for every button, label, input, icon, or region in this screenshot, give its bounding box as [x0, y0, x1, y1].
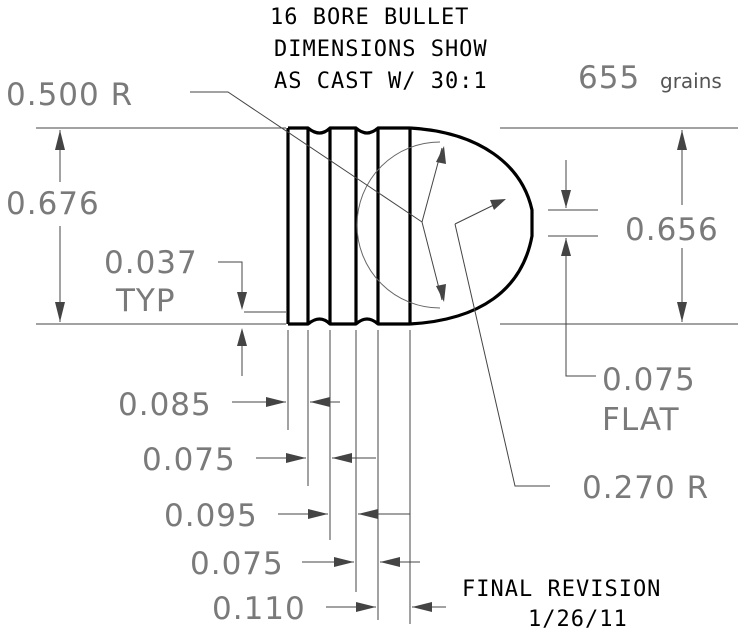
label-nose-radius: 0.500 R	[6, 77, 133, 113]
title-line-3: AS CAST W/ 30:1	[274, 69, 488, 94]
label-band-1: 0.085	[118, 387, 212, 423]
arrow-676-top	[55, 130, 65, 150]
arrow-flat-bottom	[561, 238, 571, 256]
leader-270r	[454, 223, 550, 487]
bullet-nose	[409, 126, 534, 326]
arrow-110-right	[412, 602, 432, 612]
label-groove-1: 0.075	[142, 442, 236, 478]
label-meplat-note: FLAT	[602, 402, 680, 438]
arrow-095-left	[308, 509, 328, 519]
label-meplat: 0.075	[602, 362, 696, 398]
arrow-270	[490, 199, 506, 210]
arrow-110-left	[356, 602, 376, 612]
revision-label: FINAL REVISION	[462, 577, 661, 602]
arrow-075b-left	[334, 557, 354, 567]
arrow-radius-down	[436, 284, 446, 302]
construction-arc	[356, 141, 441, 309]
arrow-676-bottom	[55, 302, 65, 322]
label-ogive-radius: 0.270 R	[582, 470, 709, 506]
label-body-diameter: 0.676	[6, 186, 100, 222]
title-line-1: 16 BORE BULLET	[270, 5, 469, 30]
label-band-2: 0.095	[164, 498, 258, 534]
arrow-075b-right	[380, 557, 400, 567]
arrow-037-bottom	[237, 328, 247, 346]
bullet-outline	[286, 126, 534, 326]
arrow-656-bottom	[677, 302, 687, 322]
arrow-095-right	[358, 509, 378, 519]
arrow-radius-up	[436, 146, 446, 164]
arrow-037-top	[237, 292, 247, 310]
leader-500r	[190, 91, 423, 223]
arrow-075a-left	[286, 453, 306, 463]
bullet-bottom-edge	[288, 317, 410, 326]
arrow-flat-top	[561, 190, 571, 208]
label-groove-2: 0.075	[190, 546, 284, 582]
weight-value: 655	[578, 60, 640, 96]
dim-flat-lower	[565, 238, 596, 377]
dim-037-upper	[218, 261, 243, 308]
weight-unit: grains	[660, 69, 722, 93]
arrow-085-right	[310, 397, 330, 407]
arrow-085-left	[266, 397, 286, 407]
arrow-075a-right	[332, 453, 352, 463]
label-groove-depth: 0.037	[104, 245, 198, 281]
bullet-top-edge	[288, 126, 410, 135]
revision-date: 1/26/11	[528, 607, 628, 632]
dimension-lines	[36, 91, 738, 624]
arrow-656-top	[677, 130, 687, 150]
title-line-2: DIMENSIONS SHOW	[274, 37, 488, 62]
label-nose-diameter: 0.656	[625, 212, 719, 248]
label-groove-depth-note: TYP	[115, 283, 176, 319]
label-band-3: 0.110	[212, 591, 306, 627]
